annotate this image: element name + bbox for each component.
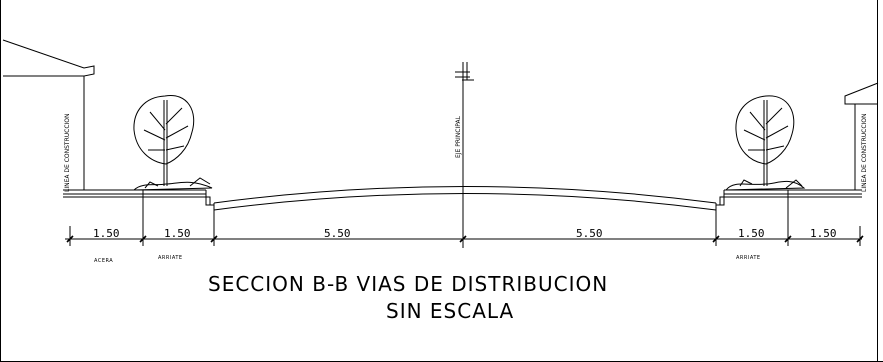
principal-axis-label: EJE PRINCIPAL (455, 115, 462, 158)
left-tree-icon (133, 95, 213, 191)
label-planter-right: ARRIATE (736, 255, 761, 261)
dim-sidewalk-right: 1.50 (810, 227, 837, 240)
right-building (844, 82, 879, 190)
label-planter-left: ARRIATE (158, 255, 183, 261)
drawing-title: SECCION B-B VIAS DE DISTRIBUCION (208, 272, 608, 296)
dim-road-right: 5.50 (576, 227, 603, 240)
right-tree-icon (725, 95, 806, 191)
left-building (2, 39, 95, 190)
building-line-right-label: LINEA DE CONSTRUCCION (861, 113, 868, 192)
dim-planter-right: 1.50 (738, 227, 765, 240)
building-line-left-label: LINEA DE CONSTRUCCION (64, 113, 71, 192)
left-sidewalk-surface (63, 189, 214, 206)
right-sidewalk-surface (716, 189, 862, 206)
drawing-scale-note: SIN ESCALA (386, 299, 514, 323)
road-surface (213, 186, 717, 211)
dim-road-left: 5.50 (324, 227, 351, 240)
label-sidewalk-left: ACERA (94, 258, 113, 264)
principal-axis (455, 62, 474, 248)
dimension-line (65, 190, 864, 246)
dim-sidewalk-left: 1.50 (93, 227, 120, 240)
dim-planter-left: 1.50 (164, 227, 191, 240)
